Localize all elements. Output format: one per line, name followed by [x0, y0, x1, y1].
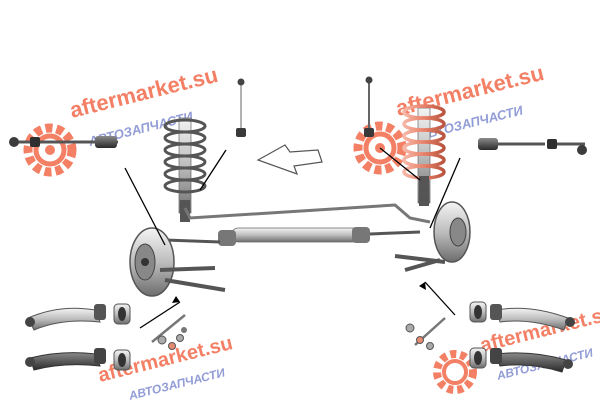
- coil-spring-strut-left: [163, 117, 207, 222]
- bushing-upper-right: [469, 301, 487, 323]
- tie-rod-end-left: [9, 137, 40, 147]
- steering-rack: [164, 227, 421, 246]
- wheel-hub-right: [433, 201, 471, 263]
- gear-logo-icon: [23, 123, 77, 177]
- stabilizer-link-right: [364, 76, 374, 137]
- watermark-brand: aftermarket.su: [67, 62, 220, 123]
- bushing-upper-left: [113, 303, 131, 325]
- wheel-hub-left: [129, 227, 175, 297]
- tie-rod-end-right: [547, 139, 587, 155]
- bolt-kit-left: [151, 314, 187, 350]
- direction-arrow-icon: [256, 144, 323, 176]
- stabilizer-link-left: [236, 78, 246, 137]
- assembly-control-arm-left: [159, 266, 226, 292]
- coil-spring-strut-right: [402, 104, 446, 206]
- control-arm-lower-right: [490, 348, 573, 373]
- watermark-brand: aftermarket.su: [393, 60, 546, 121]
- bolt-kit-right: [405, 317, 446, 350]
- pointer-lines: [124, 147, 461, 329]
- bushing-lower-left: [113, 349, 131, 371]
- pointer-arrow-icon: [172, 296, 180, 303]
- gear-logo-icon: [353, 121, 407, 175]
- stabilizer-bar: [183, 203, 431, 224]
- tie-rod-left: [40, 136, 118, 148]
- bushing-lower-right: [469, 347, 487, 369]
- assembly-control-arm-right: [394, 254, 446, 272]
- tie-rod-right: [478, 138, 545, 150]
- gear-logo-icon: [433, 350, 477, 394]
- control-arm-upper-left: [25, 304, 106, 331]
- control-arm-upper-right: [490, 304, 575, 331]
- control-arm-lower-left: [25, 348, 106, 371]
- pointer-arrow-icon: [419, 282, 426, 290]
